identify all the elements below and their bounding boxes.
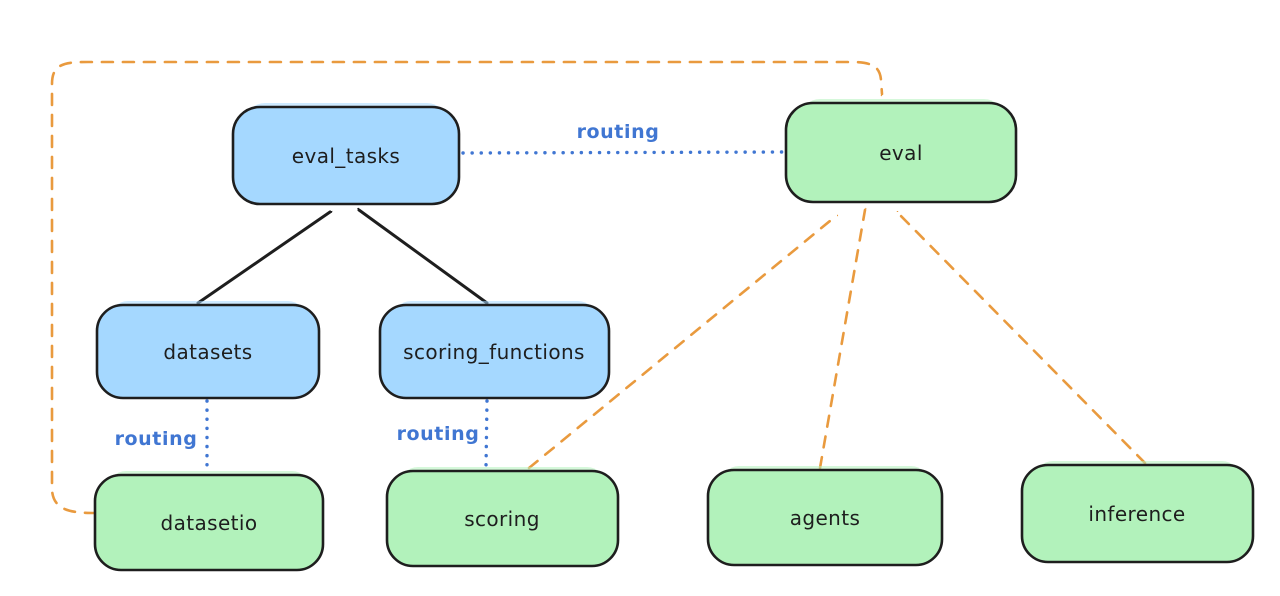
node-scoring-box	[385, 469, 620, 568]
edge-datasets-to-eval-tasks	[196, 212, 330, 305]
node-datasetio-box	[93, 473, 325, 572]
node-datasets-box	[95, 303, 321, 400]
node-datasetio-label: datasetio	[160, 511, 257, 535]
edge-agents-to-eval	[818, 210, 865, 470]
node-scoring-label: scoring	[464, 507, 540, 531]
node-inference-label: inference	[1088, 502, 1185, 526]
node-datasets: datasets	[95, 301, 321, 400]
edge-label-routing-datasetio: routing	[115, 428, 198, 450]
edge-scoring-to-eval	[527, 216, 836, 470]
node-inference-box	[1020, 463, 1255, 564]
node-eval-box	[784, 101, 1018, 204]
node-scoring-functions: scoring_functions	[378, 301, 611, 400]
node-eval-tasks: eval_tasks	[231, 103, 461, 206]
node-scoring: scoring	[385, 467, 620, 568]
node-scoring-functions-label: scoring_functions	[403, 340, 585, 364]
node-scoring-functions-box	[378, 303, 611, 400]
node-eval-tasks-label: eval_tasks	[292, 144, 400, 168]
node-agents: agents	[706, 466, 944, 567]
node-agents-label: agents	[790, 506, 861, 530]
edge-scoring-functions-to-scoring-routing	[484, 399, 489, 469]
edge-datasetio-to-eval	[50, 60, 882, 515]
edge-eval-tasks-to-eval-routing	[461, 150, 784, 155]
edge-inference-to-eval	[898, 213, 1147, 465]
node-datasets-label: datasets	[163, 340, 252, 364]
edge-scoring-functions-to-eval-tasks	[359, 210, 489, 305]
node-agents-box	[706, 468, 944, 567]
node-eval: eval	[784, 99, 1018, 204]
edge-label-routing-scoring: routing	[397, 423, 480, 445]
node-datasetio: datasetio	[93, 471, 325, 572]
node-inference: inference	[1020, 461, 1255, 564]
node-eval-label: eval	[879, 141, 923, 165]
edge-label-routing-top: routing	[577, 121, 660, 143]
node-eval-tasks-box	[231, 105, 461, 206]
